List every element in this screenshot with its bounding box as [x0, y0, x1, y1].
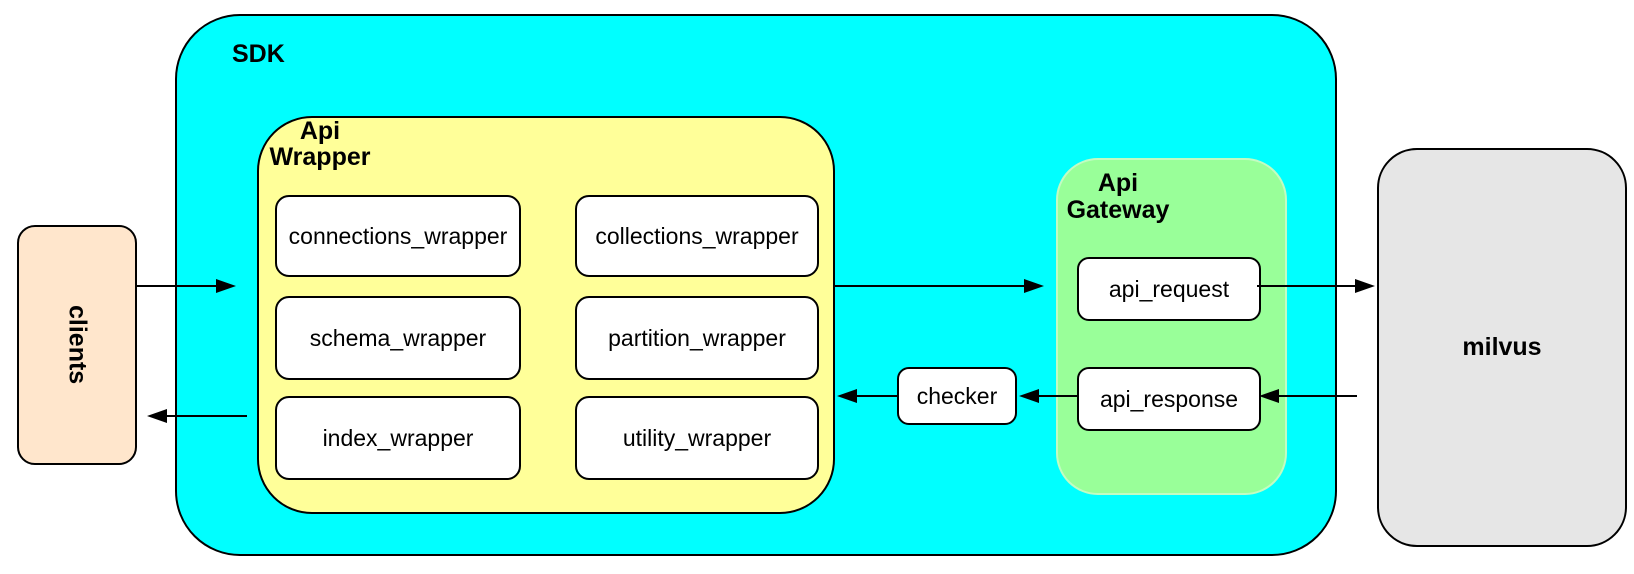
module-connections-wrapper: connections_wrapper — [275, 195, 521, 277]
checker-node: checker — [897, 367, 1017, 425]
module-collections-wrapper: collections_wrapper — [575, 195, 819, 277]
api-gateway-container — [1056, 158, 1287, 495]
module-partition-wrapper: partition_wrapper — [575, 296, 819, 380]
api-response-node: api_response — [1077, 367, 1261, 431]
checker-label: checker — [916, 382, 998, 409]
module-schema-wrapper: schema_wrapper — [275, 296, 521, 380]
module-label: schema_wrapper — [309, 324, 487, 351]
clients-node: clients — [17, 225, 137, 465]
clients-label: clients — [63, 305, 92, 385]
api-gateway-label: Api Gateway — [1066, 169, 1170, 224]
api-request-node: api_request — [1077, 257, 1261, 321]
api-wrapper-label: Api Wrapper — [269, 117, 371, 171]
module-label: connections_wrapper — [288, 222, 508, 249]
module-label: utility_wrapper — [622, 424, 772, 451]
milvus-node: milvus — [1377, 148, 1627, 547]
api-request-label: api_request — [1108, 275, 1230, 302]
milvus-label: milvus — [1462, 333, 1542, 361]
api-response-label: api_response — [1099, 385, 1239, 412]
module-index-wrapper: index_wrapper — [275, 396, 521, 480]
module-label: index_wrapper — [322, 424, 474, 451]
module-label: partition_wrapper — [608, 324, 786, 351]
sdk-label: SDK — [232, 40, 285, 68]
module-label: collections_wrapper — [595, 222, 799, 249]
module-utility-wrapper: utility_wrapper — [575, 396, 819, 480]
